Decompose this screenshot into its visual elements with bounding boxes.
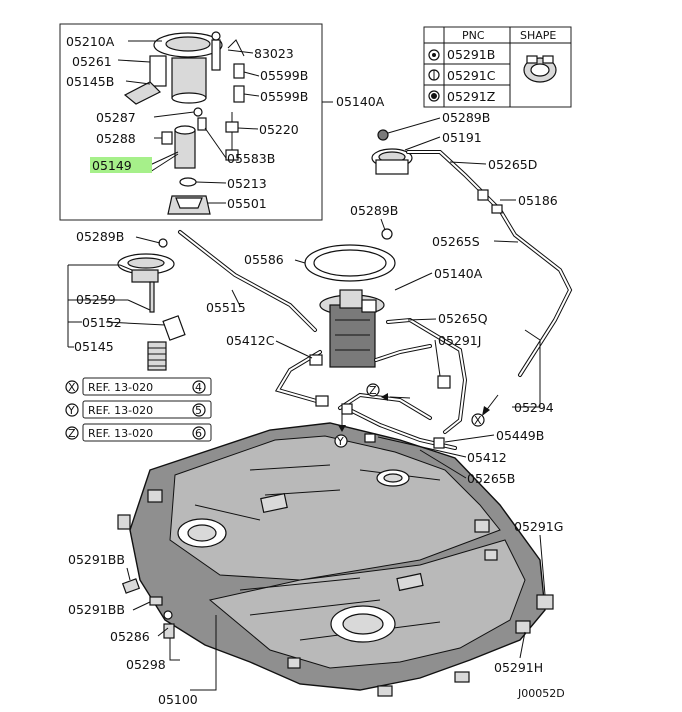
arrow-letter-x: X	[474, 414, 482, 427]
ref-x-num: 4	[195, 381, 202, 394]
label-05261[interactable]: 05261	[72, 54, 112, 69]
arrow-letters: X Y Z	[334, 383, 485, 448]
arrow-letter-z: Z	[369, 384, 377, 397]
reference-boxes: X REF. 13-020 4 Y REF. 13-020 5 Z REF. 1…	[65, 377, 212, 442]
ref-y-text[interactable]: REF. 13-020	[88, 404, 153, 417]
pnc-shape-legend: PNC SHAPE 05291B 05291C 05291Z	[423, 26, 572, 108]
legend-row-1: 05291B	[447, 47, 495, 62]
diagram-code: J00052D	[517, 687, 565, 700]
leader-lines	[67, 40, 546, 691]
legend-row-3: 05291Z	[447, 89, 495, 104]
label-05599B-a[interactable]: 05599B	[260, 68, 308, 83]
label-05291G[interactable]: 05291G	[514, 519, 563, 534]
label-05586[interactable]: 05586	[244, 252, 284, 267]
fuel-pump-group-box	[59, 23, 323, 221]
label-05289B-a[interactable]: 05289B	[442, 110, 490, 125]
label-05583B[interactable]: 05583B	[227, 151, 275, 166]
label-05140A-top[interactable]: 05140A	[336, 94, 385, 109]
ref-key-y: Y	[67, 404, 75, 417]
label-05265D[interactable]: 05265D	[488, 157, 537, 172]
label-05291H[interactable]: 05291H	[494, 660, 543, 675]
label-05412C[interactable]: 05412C	[226, 333, 275, 348]
label-05213[interactable]: 05213	[227, 176, 267, 191]
fuel-sender-parts	[117, 238, 186, 371]
label-05186[interactable]: 05186	[518, 193, 558, 208]
label-05291BB-a[interactable]: 05291BB	[68, 552, 125, 567]
label-05152[interactable]: 05152	[82, 315, 122, 330]
label-05265Q[interactable]: 05265Q	[438, 311, 488, 326]
label-05501[interactable]: 05501	[227, 196, 267, 211]
label-05599B-b[interactable]: 05599B	[260, 89, 308, 104]
label-05291BB-b[interactable]: 05291BB	[68, 602, 125, 617]
fuel-pump-parts	[123, 31, 245, 215]
label-05294[interactable]: 05294	[514, 400, 554, 415]
legend-col-pnc: PNC	[462, 29, 485, 42]
label-05100[interactable]: 05100	[158, 692, 198, 707]
label-05220[interactable]: 05220	[259, 122, 299, 137]
label-05287[interactable]: 05287	[96, 110, 136, 125]
legend-col-shape: SHAPE	[520, 29, 556, 42]
label-83023[interactable]: 83023	[254, 46, 294, 61]
filler-cap-parts	[371, 129, 573, 377]
label-05265B[interactable]: 05265B	[467, 471, 515, 486]
label-05298[interactable]: 05298	[126, 657, 166, 672]
label-05265S[interactable]: 05265S	[432, 234, 480, 249]
label-05286[interactable]: 05286	[110, 629, 150, 644]
highlight-05149	[90, 157, 152, 173]
arrow-letter-y: Y	[336, 435, 344, 448]
ref-x-text[interactable]: REF. 13-020	[88, 381, 153, 394]
part-labels: 05210A 05261 05145B 83023 05599B 05599B …	[66, 34, 565, 707]
ref-z-num: 6	[195, 427, 202, 440]
fuel-lines	[178, 230, 468, 450]
label-05515[interactable]: 05515	[206, 300, 246, 315]
label-05191[interactable]: 05191	[442, 130, 482, 145]
legend-row-2: 05291C	[447, 68, 496, 83]
reference-arrows	[338, 393, 499, 432]
center-pump-module	[304, 228, 396, 368]
ref-key-z: Z	[68, 427, 76, 440]
ref-key-x: X	[68, 381, 76, 394]
label-05145[interactable]: 05145	[74, 339, 114, 354]
label-05449B[interactable]: 05449B	[496, 428, 544, 443]
ref-y-num: 5	[195, 404, 202, 417]
clamp-shape-icon	[523, 55, 557, 83]
label-05259[interactable]: 05259	[76, 292, 116, 307]
label-05291J[interactable]: 05291J	[438, 333, 481, 348]
label-05412[interactable]: 05412	[467, 450, 507, 465]
fuel-tank-assembly	[117, 422, 546, 697]
label-05289B-b[interactable]: 05289B	[350, 203, 398, 218]
label-05289B-c[interactable]: 05289B	[76, 229, 124, 244]
label-05140A-mid[interactable]: 05140A	[434, 266, 483, 281]
label-05288[interactable]: 05288	[96, 131, 136, 146]
ref-z-text[interactable]: REF. 13-020	[88, 427, 153, 440]
label-05149[interactable]: 05149	[92, 158, 132, 173]
label-05210A[interactable]: 05210A	[66, 34, 115, 49]
small-clamp-parts	[121, 578, 554, 639]
label-05145B[interactable]: 05145B	[66, 74, 114, 89]
